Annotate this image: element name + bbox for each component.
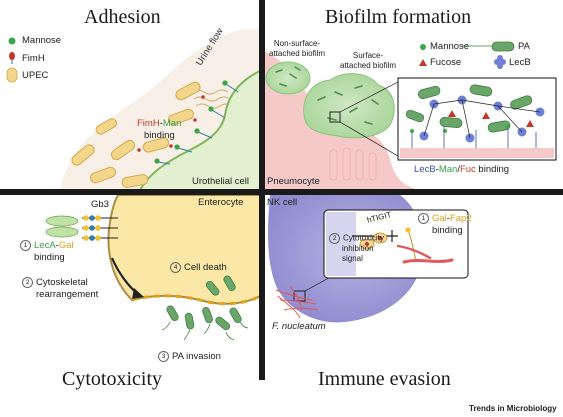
pneumocyte-label: Pneumocyte xyxy=(267,176,320,187)
fap-binding: binding xyxy=(432,225,463,237)
mannose-receptors xyxy=(157,83,239,165)
lecb-sep1: - xyxy=(435,164,439,175)
legend-mannose-dot xyxy=(8,37,16,45)
celldeath-text: Cell death xyxy=(184,262,227,274)
legend-fimh-label: FimH xyxy=(22,53,45,64)
mannose-dots xyxy=(154,80,228,164)
legend-fucose-triangle xyxy=(419,59,427,66)
inh-l3: signal xyxy=(342,253,363,263)
legend-mannose-label: Mannose xyxy=(22,35,62,46)
fap2-word: Fap2 xyxy=(449,213,472,225)
lecb-binding: binding xyxy=(475,164,510,175)
enterocyte-label: Enterocyte xyxy=(198,197,244,208)
leca-binding: binding xyxy=(34,252,65,264)
step4-num: 4 xyxy=(170,262,181,273)
fimh-man-binding: FimH-Man binding xyxy=(137,118,181,142)
pneumocyte-villi xyxy=(329,147,377,181)
cyto-l1: Cytoskeletal xyxy=(36,277,88,289)
pa-invasion xyxy=(166,275,242,331)
step1-num: 1 xyxy=(20,240,31,251)
title-immune: Immune evasion xyxy=(318,368,451,390)
leca-word: LecA xyxy=(34,240,56,252)
lecb-fuc: Fuc xyxy=(459,164,476,175)
legend-pa-rod xyxy=(491,41,515,52)
lecb-man: Man xyxy=(438,164,458,175)
htigit-receptor xyxy=(359,232,388,250)
gb3-label: Gb3 xyxy=(91,199,109,210)
inh-l1: Cytotoxicity xyxy=(343,233,384,243)
step3-num: 3 xyxy=(158,351,169,362)
biofilm-legend-pa: PA xyxy=(518,41,530,52)
non-surface-label: Non-surface- attached biofilm xyxy=(269,39,325,59)
non-surface-l2: attached biofilm xyxy=(269,49,326,58)
surface-l1: Surface- xyxy=(352,51,384,60)
fn-bacteria xyxy=(275,285,319,319)
pa-rods xyxy=(405,84,533,133)
inh-l2: inhibition xyxy=(342,244,374,253)
legend-mannose-dot-2 xyxy=(420,44,426,50)
lecb-sep2: / xyxy=(457,164,460,175)
fimh-word: FimH xyxy=(137,118,160,129)
legend-fimh-icon xyxy=(9,52,15,64)
fn-label: F. nucleatum xyxy=(272,321,326,332)
legend-upec-label: UPEC xyxy=(22,70,49,81)
biofilm-legend-lecb: LecB xyxy=(509,57,531,68)
cyto-l2: rearrangement xyxy=(36,289,99,301)
non-surface-biofilm xyxy=(265,61,311,95)
title-cytotoxicity: Cytotoxicity xyxy=(62,368,162,390)
surface-biofilm xyxy=(303,73,395,139)
urothelial-label: Urothelial cell xyxy=(192,176,250,187)
binding-word: binding xyxy=(144,130,175,141)
biofilm-legend-fucose: Fucose xyxy=(430,57,462,68)
imm-step1-num: 1 xyxy=(418,213,429,224)
legend-upec-icon xyxy=(6,67,18,83)
gal2-word: Gal xyxy=(432,213,447,225)
biofilm-legend-mannose: Mannose xyxy=(430,41,470,52)
step2-num: 2 xyxy=(22,277,33,288)
legend-lecb-icon xyxy=(494,55,506,69)
pneumocyte xyxy=(262,50,420,190)
surface-label: Surface- attached biofilm xyxy=(340,51,396,71)
fap-sep: - xyxy=(446,213,450,225)
panel-mannose xyxy=(410,125,510,133)
fucose-triangles xyxy=(448,110,534,127)
fn-in-panel xyxy=(402,258,454,264)
fimh-markers xyxy=(137,95,205,152)
journal-footer: Trends in Microbiology xyxy=(469,404,557,413)
gb3-receptors xyxy=(82,215,118,241)
nk-label: NK cell xyxy=(267,197,298,208)
lecb-word: LecB xyxy=(414,164,436,175)
surface-l2: attached biofilm xyxy=(340,61,397,70)
zoom-rect-biofilm xyxy=(329,111,341,123)
man-word: Man xyxy=(162,118,182,129)
leca-sep: - xyxy=(55,240,59,252)
urothelial-cell xyxy=(138,68,263,191)
title-biofilm: Biofilm formation xyxy=(325,6,472,28)
leca-lectin xyxy=(45,215,79,238)
gal-word: Gal xyxy=(58,240,74,252)
lecb-binding-label: LecB-Man/Fuc binding xyxy=(414,164,509,175)
title-adhesion: Adhesion xyxy=(84,6,161,28)
invasion-text: PA invasion xyxy=(172,351,221,363)
non-surface-l1: Non-surface- xyxy=(273,39,321,48)
upec-bacteria xyxy=(71,81,201,188)
imm-step2-num: 2 xyxy=(329,233,340,244)
dash-1: - xyxy=(159,118,163,129)
